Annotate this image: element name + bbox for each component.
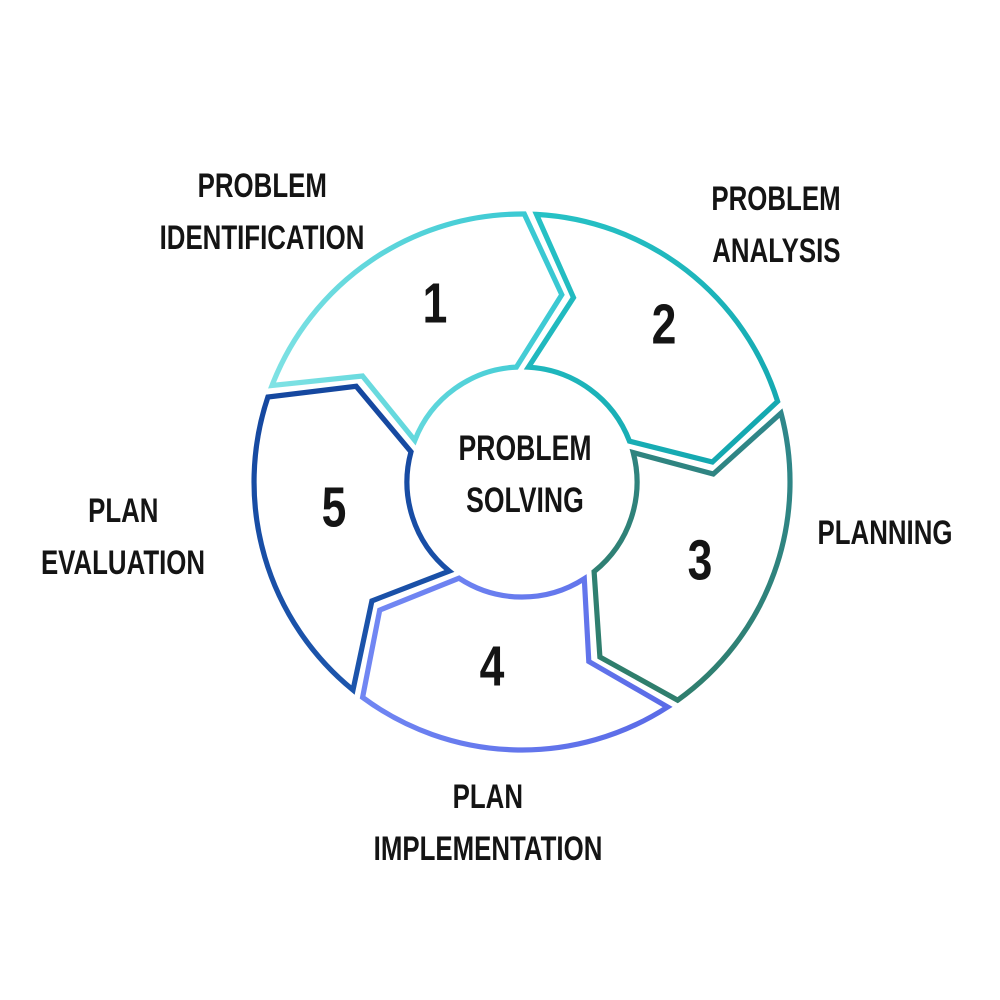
step-4-number: 4 — [479, 634, 505, 699]
step-3-arrow-segment — [591, 408, 793, 704]
step-1-label-line2: IDENTIFICATION — [159, 219, 365, 257]
step-2-arrow-segment — [523, 211, 781, 465]
step-1-label: PROBLEM IDENTIFICATION — [127, 160, 396, 264]
step-5-arrow-segment — [251, 383, 455, 695]
center-title-line1: PROBLEM — [458, 429, 592, 468]
step-5-number: 5 — [321, 475, 347, 540]
step-3-label: PLANNING — [796, 507, 974, 559]
step-4-label: PLAN IMPLEMENTATION — [338, 771, 639, 875]
step-2-label-line1: PROBLEM — [711, 180, 841, 218]
step-4-label-line1: PLAN — [452, 778, 524, 816]
step-1-number: 1 — [422, 271, 448, 336]
step-5-label-line1: PLAN — [87, 492, 159, 530]
step-4-arrow-segment — [359, 574, 673, 753]
step-5-label-line2: EVALUATION — [40, 544, 206, 582]
step-1-label-line1: PROBLEM — [197, 167, 327, 205]
step-3-number: 3 — [687, 528, 713, 593]
step-3-label-line1: PLANNING — [817, 514, 953, 552]
center-title-line2: SOLVING — [466, 481, 584, 520]
step-2-number: 2 — [651, 292, 677, 357]
step-1-arrow-segment — [268, 211, 565, 446]
step-4-label-line2: IMPLEMENTATION — [373, 830, 603, 868]
center-title: PROBLEM SOLVING — [438, 423, 613, 527]
step-2-label-line2: ANALYSIS — [711, 232, 841, 270]
step-5-label: PLAN EVALUATION — [15, 485, 231, 589]
step-2-label: PROBLEM ANALYSIS — [691, 173, 861, 277]
